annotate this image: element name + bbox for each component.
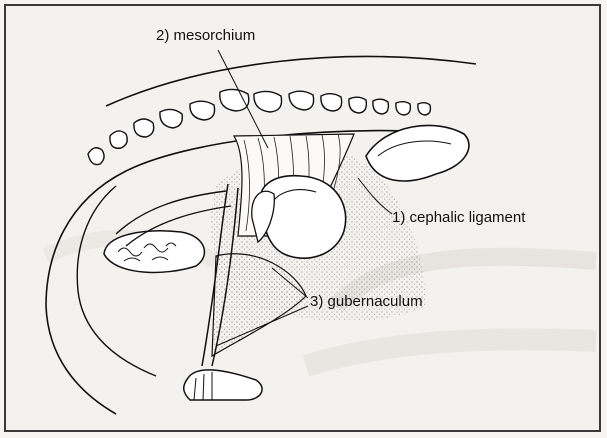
gubernaculum-label: 3) gubernaculum bbox=[310, 293, 423, 310]
intestine-loop bbox=[104, 231, 204, 273]
cephalic-ligament-label: 1) cephalic ligament bbox=[392, 209, 526, 226]
anatomy-illustration: 2) mesorchium 1) cephalic ligament 3) gu… bbox=[6, 6, 601, 432]
ureter bbox=[116, 191, 226, 234]
testis bbox=[260, 176, 345, 258]
mesorchium-label: 2) mesorchium bbox=[156, 27, 255, 44]
diagram-frame: 2) mesorchium 1) cephalic ligament 3) gu… bbox=[4, 4, 601, 432]
